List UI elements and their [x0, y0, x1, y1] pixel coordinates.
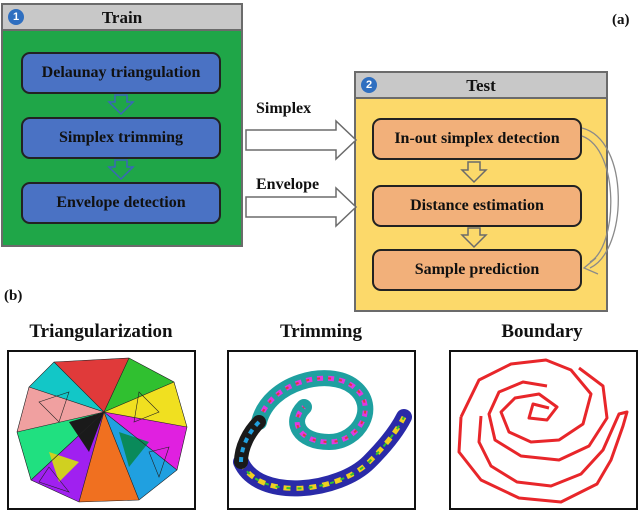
- test-down-arrow: [460, 227, 488, 249]
- triangularization-image: [7, 350, 196, 510]
- loop-arrow: [581, 127, 619, 275]
- step-sample-prediction: Sample prediction: [372, 249, 582, 291]
- figure-title-trimming: Trimming: [280, 321, 362, 342]
- figure-title-triangularization: Triangularization: [29, 321, 173, 342]
- envelope-arrow: [245, 186, 358, 228]
- step-number-badge: 1: [8, 9, 24, 25]
- panel-a-tag: (a): [612, 12, 630, 28]
- trimming-image: [227, 350, 416, 510]
- arrow-label-envelope: Envelope: [256, 176, 320, 193]
- step-simplex-trimming: Simplex trimming: [21, 117, 221, 159]
- train-header: 1 Train: [3, 5, 241, 31]
- boundary-image: [449, 350, 638, 510]
- step-distance-estimation: Distance estimation: [372, 185, 582, 227]
- step-in-out-simplex-detection: In-out simplex detection: [372, 118, 582, 160]
- step-number-badge: 2: [361, 77, 377, 93]
- arrow-label-simplex: Simplex: [256, 100, 312, 117]
- test-down-arrow: [460, 161, 488, 184]
- step-delaunay-triangulation: Delaunay triangulation: [21, 52, 221, 94]
- panel-b-tag: (b): [4, 288, 23, 304]
- test-header: 2 Test: [356, 73, 606, 99]
- trimmed-spiral-graphic: [233, 370, 412, 497]
- triangulation-mesh-graphic: [16, 357, 188, 503]
- simplex-arrow: [245, 119, 358, 161]
- boundary-outline-graphic: [457, 358, 629, 504]
- step-envelope-detection: Envelope detection: [21, 182, 221, 224]
- train-down-arrow: [107, 94, 135, 116]
- test-title: Test: [466, 76, 496, 95]
- figure-title-boundary: Boundary: [501, 321, 583, 342]
- train-down-arrow: [107, 159, 135, 181]
- train-title: Train: [101, 8, 143, 27]
